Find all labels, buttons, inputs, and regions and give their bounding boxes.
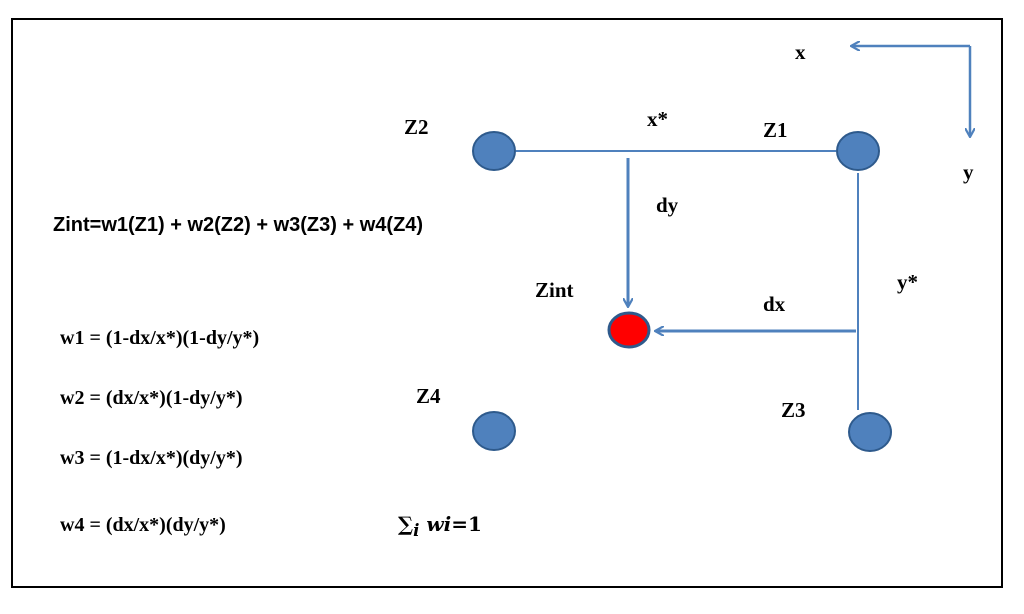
node-z2	[472, 131, 516, 171]
x-axis-label: x	[795, 40, 806, 64]
node-zint	[607, 311, 651, 349]
label-x-star: x*	[647, 107, 668, 131]
node-z3	[848, 412, 892, 452]
label-z3: Z3	[781, 398, 806, 422]
equation-w1: w1 = (1-dx/x*)(1-dy/y*)	[60, 327, 260, 349]
label-dx: dx	[763, 292, 786, 316]
diagram-frame	[11, 18, 1003, 588]
y-axis-label: y	[963, 160, 974, 184]
label-z4: Z4	[416, 384, 441, 408]
equation-w3: w3 = (1-dx/x*)(dy/y*)	[60, 447, 243, 469]
sum-term: wi	[426, 512, 452, 536]
label-dy: dy	[656, 193, 679, 217]
equation-zint: Zint=w1(Z1) + w2(Z2) + w3(Z3) + w4(Z4)	[53, 214, 424, 236]
label-z2: Z2	[404, 115, 429, 139]
label-y-star: y*	[897, 270, 918, 294]
equation-w4: w4 = (dx/x*)(dy/y*)	[60, 514, 226, 536]
node-z4	[472, 411, 516, 451]
label-zint: Zint	[535, 278, 574, 302]
equation-w2: w2 = (dx/x*)(1-dy/y*)	[60, 387, 243, 409]
node-z1	[836, 131, 880, 171]
label-z1: Z1	[763, 118, 788, 142]
sum-symbol: ∑	[398, 512, 414, 536]
sum-rhs: =1	[451, 512, 482, 536]
equation-sum: ∑i wi=1	[398, 512, 482, 540]
sum-index: i	[413, 520, 420, 540]
